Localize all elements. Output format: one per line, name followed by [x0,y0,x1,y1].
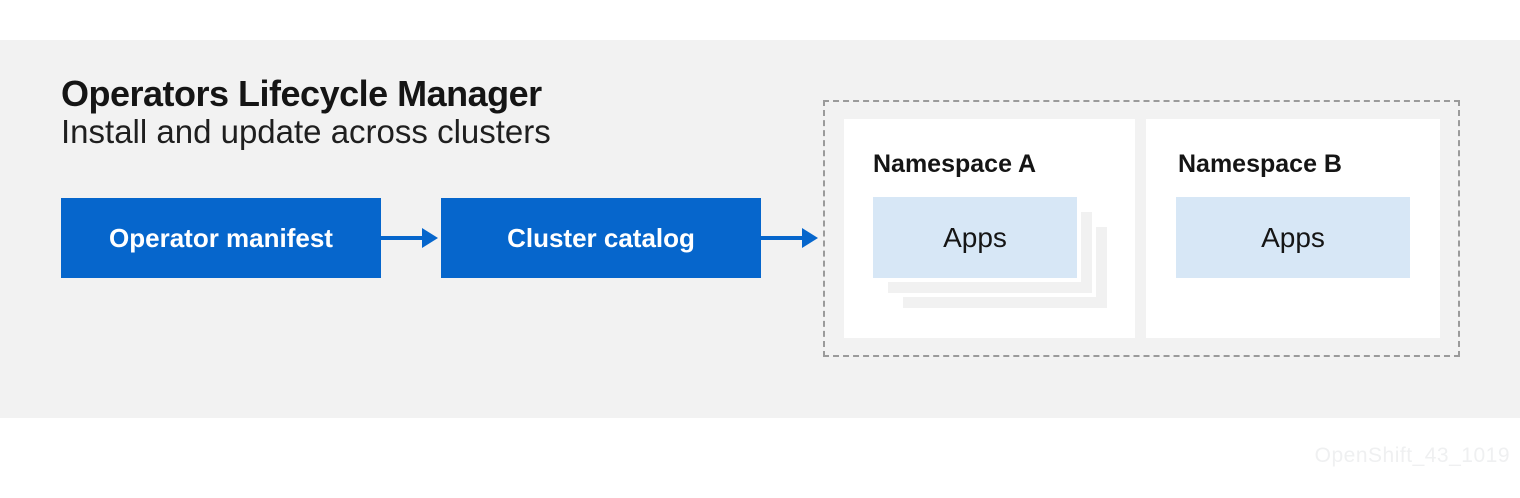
cluster-catalog-node: Cluster catalog [441,198,761,278]
right-arrow-icon [422,228,438,248]
namespace-a-apps-box: Apps [873,197,1077,278]
namespace-b-apps-label: Apps [1261,221,1325,253]
flow-arrow-1-shaft [381,236,423,240]
cluster-catalog-label: Cluster catalog [507,222,695,253]
namespace-a-apps-label: Apps [943,221,1007,253]
page-subtitle: Install and update across clusters [61,113,551,150]
page-title: Operators Lifecycle Manager [61,73,542,114]
watermark-text: OpenShift_43_1019 [1314,444,1510,467]
right-arrow-icon [802,228,818,248]
namespace-a-title: Namespace A [873,150,1037,178]
operator-manifest-node: Operator manifest [61,198,381,278]
namespace-b-title: Namespace B [1178,150,1342,178]
cluster-dashed-boundary [823,100,1460,357]
operator-manifest-label: Operator manifest [109,222,333,253]
flow-arrow-2-shaft [761,236,803,240]
namespace-b-apps-box: Apps [1176,197,1410,278]
